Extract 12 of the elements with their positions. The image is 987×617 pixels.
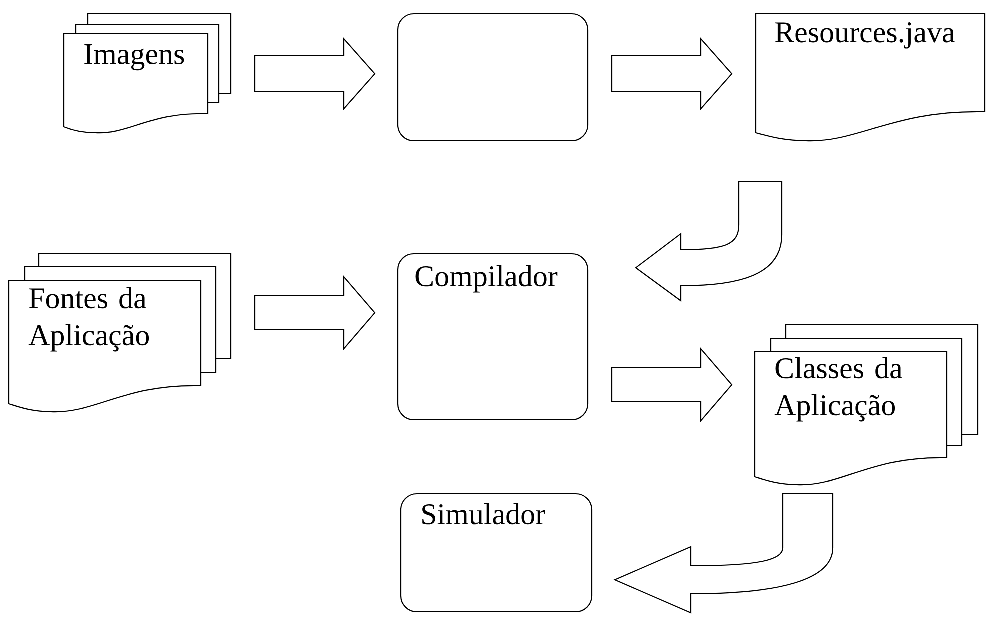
process-box <box>397 13 589 142</box>
process-box: Compilador <box>397 253 589 421</box>
block-arrow <box>254 38 376 110</box>
document-stack: Classes da Aplicação <box>754 324 979 486</box>
process-box: Simulador <box>400 493 593 613</box>
document-stack: Imagens <box>63 13 232 134</box>
block-arrow <box>611 38 733 110</box>
document-stack: Fontes da Aplicação <box>8 253 232 413</box>
block-arrow <box>611 348 733 422</box>
block-arrow <box>614 493 834 614</box>
block-arrow <box>254 276 376 350</box>
block-arrow <box>635 181 783 302</box>
